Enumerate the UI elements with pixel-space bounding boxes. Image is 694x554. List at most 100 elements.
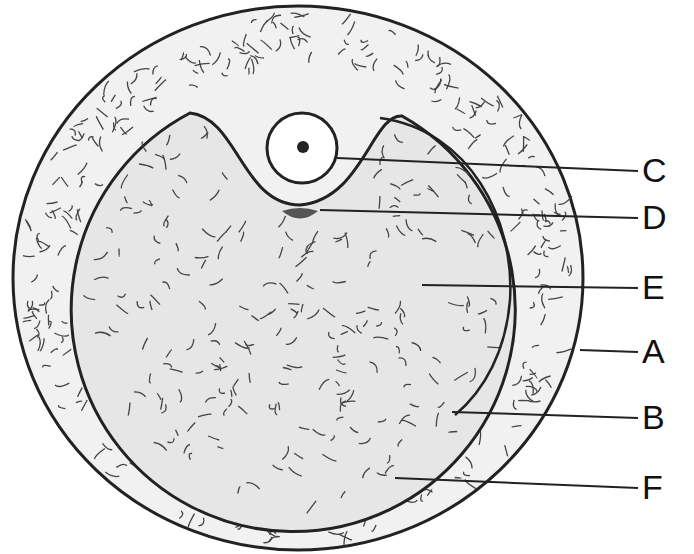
texture-stroke <box>487 120 496 124</box>
texture-stroke <box>28 301 33 312</box>
texture-stroke <box>208 323 216 335</box>
texture-stroke <box>94 277 108 280</box>
crescent <box>282 208 318 219</box>
texture-stroke <box>59 405 66 408</box>
texture-stroke <box>537 220 541 229</box>
texture-stroke <box>95 184 103 186</box>
texture-stroke <box>470 368 476 382</box>
texture-stroke <box>72 136 80 141</box>
texture-stroke <box>373 59 377 71</box>
texture-stroke <box>142 142 146 152</box>
texture-stroke <box>92 137 98 146</box>
texture-stroke <box>463 129 474 138</box>
texture-stroke <box>518 400 529 401</box>
texture-stroke <box>301 304 303 312</box>
texture-stroke <box>268 309 276 314</box>
texture-stroke <box>295 257 306 267</box>
texture-stroke <box>134 392 146 397</box>
texture-stroke <box>261 40 272 50</box>
texture-stroke <box>211 363 220 368</box>
texture-stroke <box>394 65 404 74</box>
texture-stroke <box>40 245 50 252</box>
texture-stroke <box>389 30 396 34</box>
texture-stroke <box>534 199 540 204</box>
texture-stroke <box>386 228 389 237</box>
texture-stroke <box>246 344 254 346</box>
texture-stroke <box>117 119 129 124</box>
texture-stroke <box>282 446 288 460</box>
texture-stroke <box>530 369 537 378</box>
texture-stroke <box>70 129 76 136</box>
texture-stroke <box>461 230 474 235</box>
texture-stroke <box>153 66 158 75</box>
texture-stroke <box>352 59 358 70</box>
texture-stroke <box>167 438 174 442</box>
texture-stroke <box>241 232 244 242</box>
texture-stroke <box>466 457 473 469</box>
texture-stroke <box>106 228 112 233</box>
texture-stroke <box>286 232 293 241</box>
texture-stroke <box>530 373 536 375</box>
texture-stroke <box>249 373 250 383</box>
texture-stroke <box>220 357 225 362</box>
texture-stroke <box>328 532 344 534</box>
texture-stroke <box>342 325 355 333</box>
texture-stroke <box>255 56 264 59</box>
texture-stroke <box>340 401 346 412</box>
texture-stroke <box>429 373 438 384</box>
texture-stroke <box>166 219 168 228</box>
texture-stroke <box>39 302 45 305</box>
texture-stroke <box>176 430 179 436</box>
texture-stroke <box>50 291 52 299</box>
texture-stroke <box>199 301 205 309</box>
texture-stroke <box>431 99 441 101</box>
texture-stroke <box>179 389 182 402</box>
texture-stroke <box>54 333 68 336</box>
texture-stroke <box>378 419 386 422</box>
texture-stroke <box>81 176 85 183</box>
callout-letter: C <box>640 152 669 188</box>
texture-stroke <box>545 189 554 195</box>
texture-stroke <box>281 23 289 29</box>
texture-stroke <box>511 222 521 232</box>
texture-stroke <box>464 472 470 476</box>
texture-stroke <box>481 98 494 106</box>
texture-stroke <box>104 81 109 95</box>
texture-stroke <box>238 487 241 494</box>
texture-stroke <box>333 281 346 282</box>
texture-stroke <box>260 312 271 319</box>
callout-letter: F <box>640 469 665 505</box>
texture-stroke <box>69 205 73 211</box>
texture-stroke <box>185 57 196 63</box>
texture-stroke <box>201 260 206 269</box>
texture-stroke <box>230 391 232 397</box>
texture-stroke <box>23 255 35 257</box>
texture-stroke <box>49 321 51 328</box>
texture-stroke <box>40 338 44 351</box>
texture-stroke <box>449 432 458 433</box>
texture-stroke <box>222 173 227 180</box>
texture-stroke <box>131 96 135 106</box>
texture-stroke <box>150 301 152 310</box>
texture-stroke <box>382 145 384 158</box>
texture-stroke <box>542 294 545 309</box>
texture-stroke <box>396 225 405 235</box>
texture-stroke <box>43 365 51 367</box>
texture-stroke <box>368 261 371 267</box>
texture-stroke <box>278 216 285 228</box>
texture-stroke <box>475 135 480 139</box>
texture-stroke <box>430 87 438 89</box>
texture-stroke <box>490 298 496 304</box>
texture-stroke <box>53 177 60 185</box>
texture-stroke <box>283 368 292 371</box>
texture-stroke <box>396 347 399 354</box>
texture-stroke <box>156 77 161 84</box>
texture-stroke <box>366 53 373 56</box>
texture-stroke <box>545 380 551 388</box>
texture-stroke <box>29 335 38 341</box>
texture-stroke <box>187 339 194 350</box>
texture-stroke <box>333 233 347 239</box>
texture-stroke <box>238 406 247 414</box>
texture-stroke <box>363 468 370 478</box>
